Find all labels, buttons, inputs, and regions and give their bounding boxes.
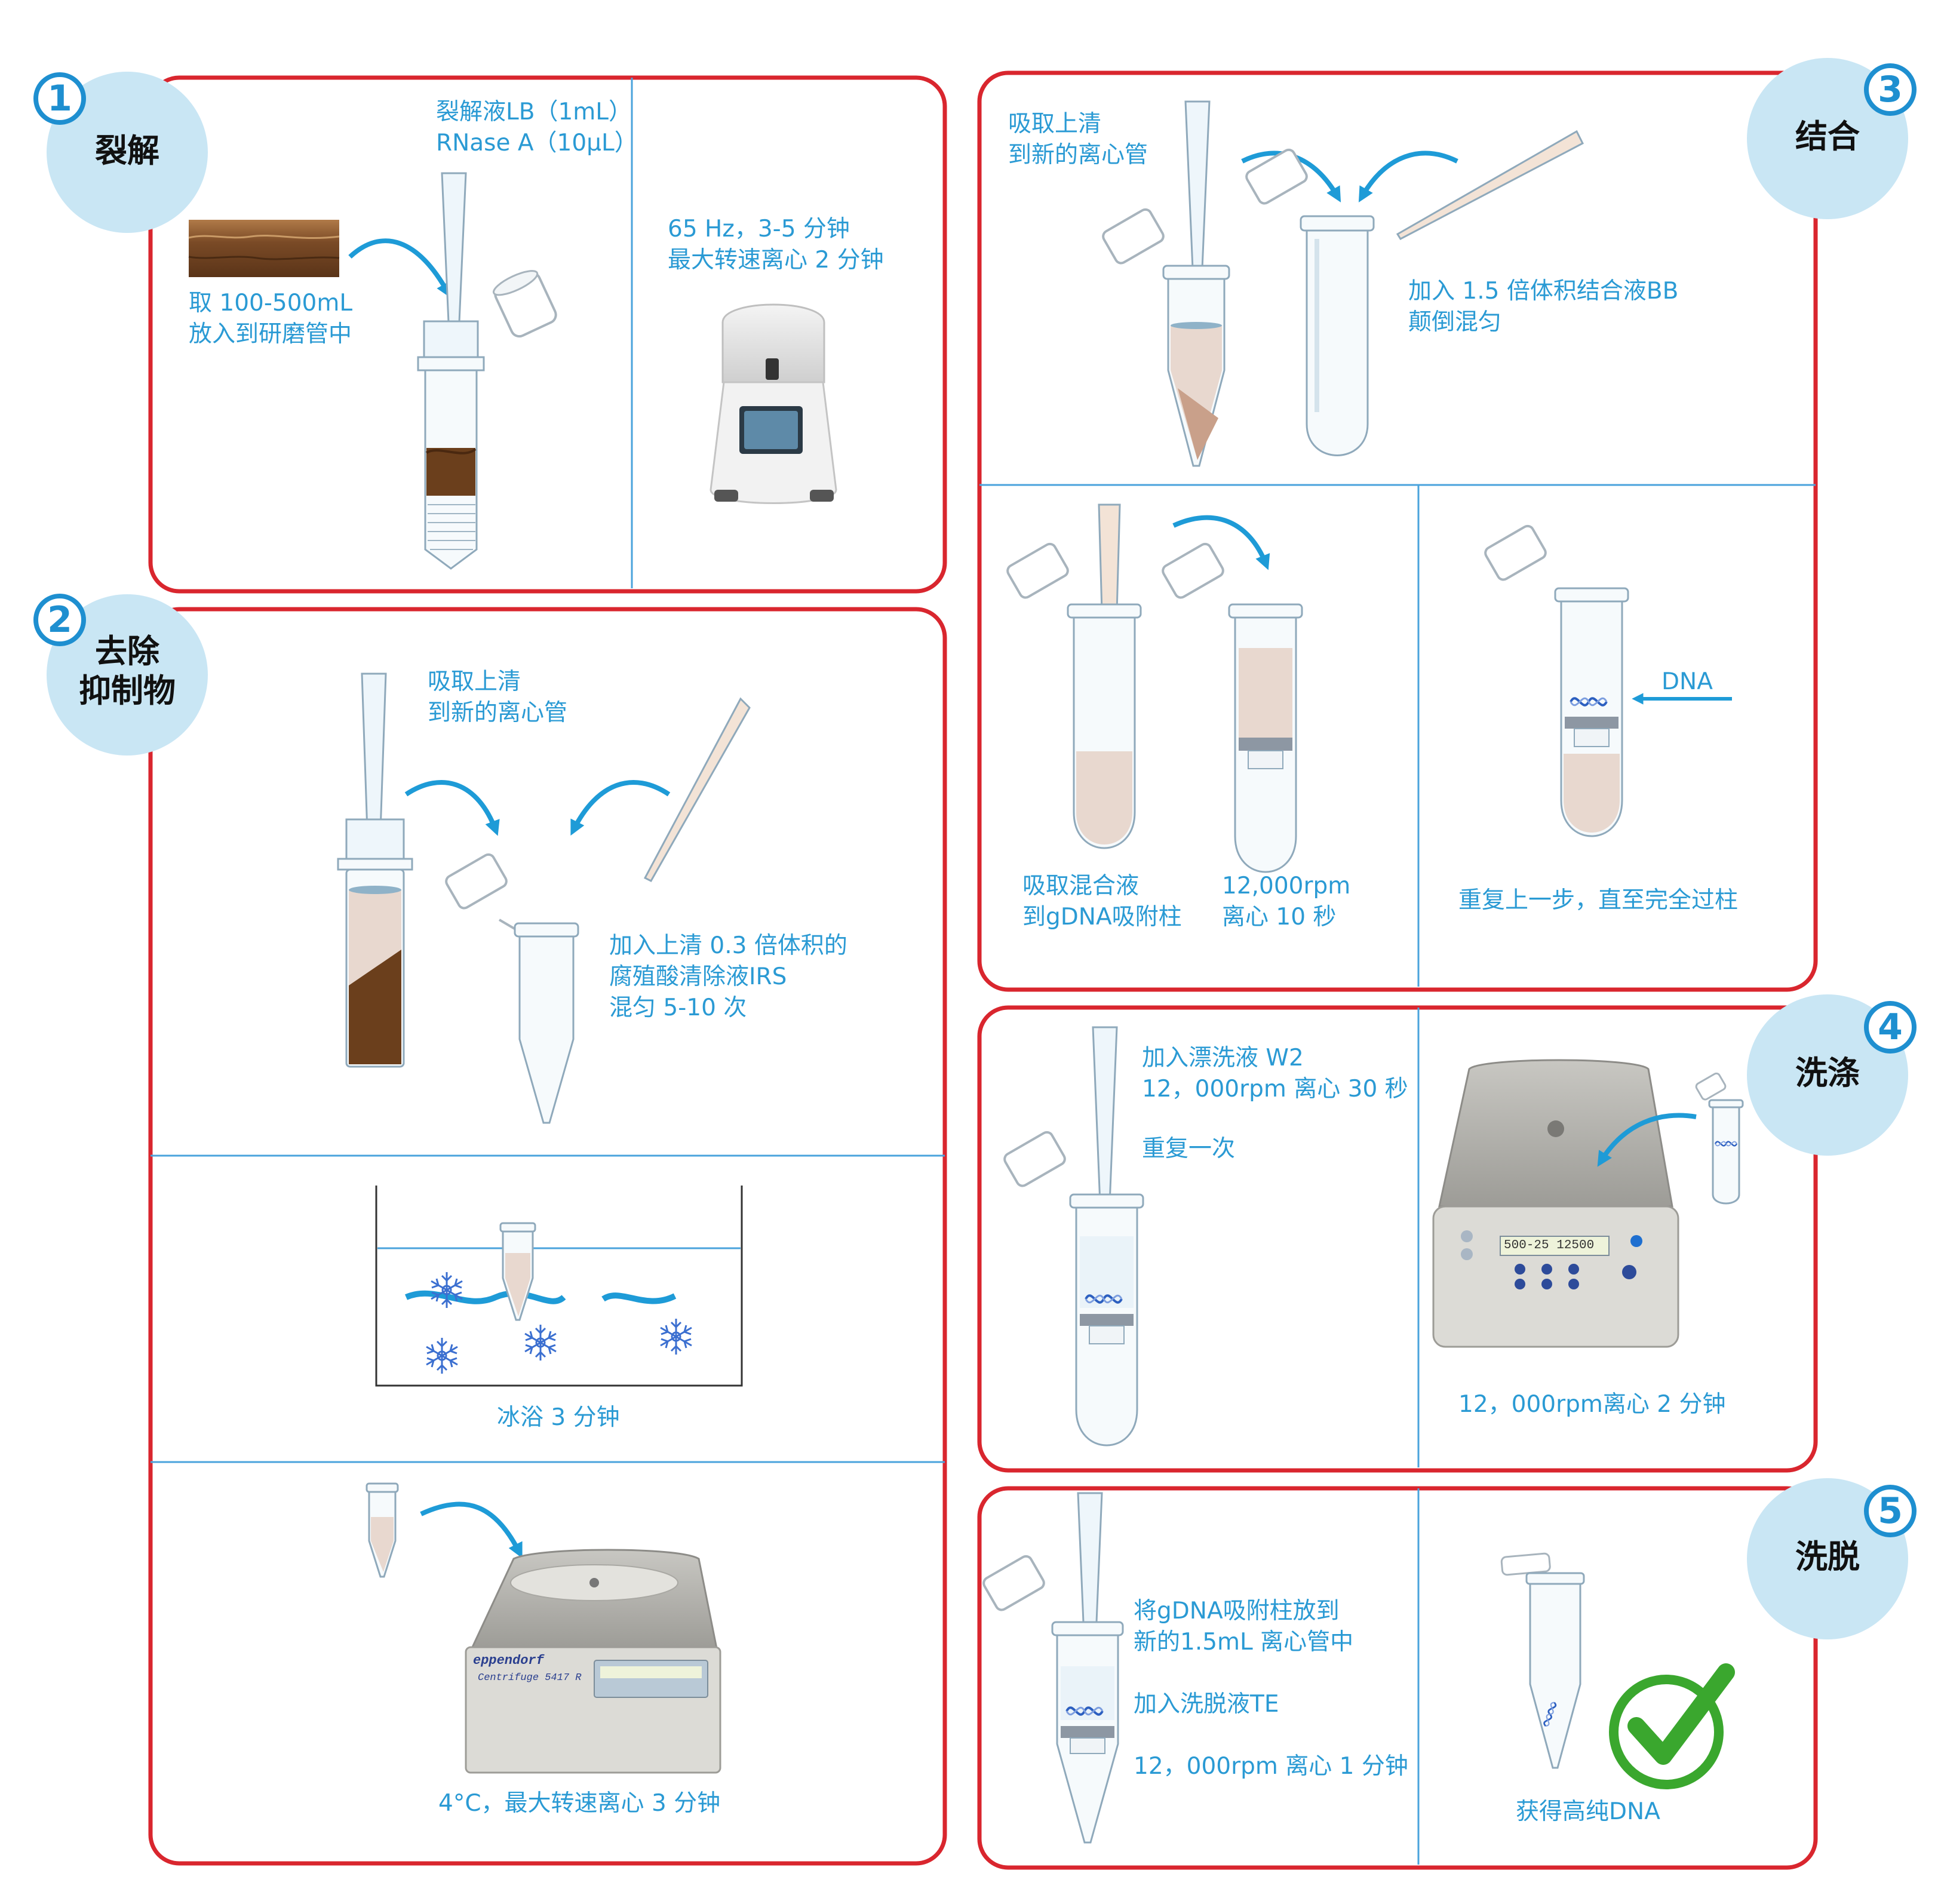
- transfer-label: 吸取上清到新的离心管: [1008, 110, 1148, 168]
- transfer-column-label: 将gDNA吸附柱放到新的1.5mL 离心管中: [1134, 1598, 1354, 1656]
- spin-label: 12，000rpm离心 2 分钟: [1458, 1391, 1726, 1418]
- arrow-icon: [1358, 151, 1458, 202]
- panel-elution: [977, 1486, 1818, 1870]
- arrow-icon: [348, 238, 451, 298]
- supernatant-tube: [1102, 208, 1230, 467]
- wash-column-tube: [1003, 1131, 1144, 1447]
- pipette-tip: [643, 697, 751, 882]
- step-number: 1: [47, 78, 72, 119]
- panel-binding: [977, 70, 1818, 992]
- arrow-icon: [570, 780, 671, 836]
- arrow-icon: [1597, 1113, 1697, 1167]
- arrow-icon: [1172, 515, 1270, 570]
- microcentrifuge-machine: [1432, 1059, 1679, 1348]
- centrifuge-model: Centrifuge 5417 R: [478, 1672, 582, 1684]
- repeat-once-label: 重复一次: [1142, 1135, 1236, 1162]
- tube-cap-icon: [492, 270, 557, 338]
- ice-bath: [375, 1186, 743, 1387]
- step-title-wash: 洗涤: [1795, 1054, 1860, 1092]
- bound-column-tube: [1484, 524, 1629, 837]
- icebath-label: 冰浴 3 分钟: [497, 1404, 620, 1431]
- step-number: 3: [1878, 69, 1903, 110]
- reagent-label: 裂解液LB（1mL）RNase A（10μL）: [436, 99, 638, 156]
- arrow-icon: [420, 1501, 523, 1559]
- mixture-tube: [1006, 542, 1142, 849]
- panel-wash: [977, 1005, 1818, 1473]
- centrifuge-display: 500-25 12500: [1504, 1239, 1595, 1252]
- step-badges: [33, 58, 1917, 1639]
- elution-tube: [982, 1555, 1124, 1844]
- result-label: 获得高纯DNA: [1516, 1798, 1660, 1825]
- final-dna-tube: [1500, 1552, 1585, 1769]
- centrifuge-brand: eppendorf: [473, 1653, 544, 1668]
- transfer-label: 吸取上清到新的离心管: [428, 668, 568, 726]
- refrigerated-centrifuge: [465, 1549, 721, 1774]
- step-title-inhibitor-removal: 去除抑制物: [79, 632, 176, 710]
- spin-label: 12，000rpm 离心 1 分钟: [1134, 1753, 1408, 1780]
- panel-lysis: [148, 75, 947, 594]
- arrow-icon: [404, 780, 500, 836]
- empty-centrifuge-tube: [445, 853, 579, 1124]
- lysate-tube: [337, 818, 413, 1068]
- load-column-label: 吸取混合液到gDNA吸附柱: [1022, 873, 1182, 930]
- step-number: 2: [47, 599, 72, 641]
- spin-column-tube: [1162, 542, 1303, 873]
- grinding-tube: [417, 320, 485, 570]
- dna-label: DNA: [1661, 668, 1713, 695]
- homogenizer-machine: [710, 303, 837, 504]
- soil-sample-image: [188, 220, 340, 277]
- step-title-lysis: 裂解: [95, 132, 159, 170]
- pipette-tip: [1396, 130, 1584, 240]
- step-title-elution: 洗脱: [1795, 1538, 1860, 1576]
- success-check-icon: [1609, 1663, 1735, 1789]
- step-number: 5: [1878, 1490, 1903, 1532]
- step-title-binding: 结合: [1795, 118, 1860, 155]
- repeat-label: 重复上一步，直至完全过柱: [1458, 887, 1739, 914]
- panel-inhibitor-removal: [148, 607, 947, 1866]
- centrifuge-label: 4°C，最大转速离心 3 分钟: [438, 1790, 721, 1817]
- step-number: 4: [1878, 1006, 1903, 1048]
- empty-tube: [1245, 148, 1375, 456]
- te-label: 加入洗脱液TE: [1134, 1691, 1279, 1718]
- grind-label: 65 Hz，3-5 分钟最大转速离心 2 分钟: [668, 216, 884, 274]
